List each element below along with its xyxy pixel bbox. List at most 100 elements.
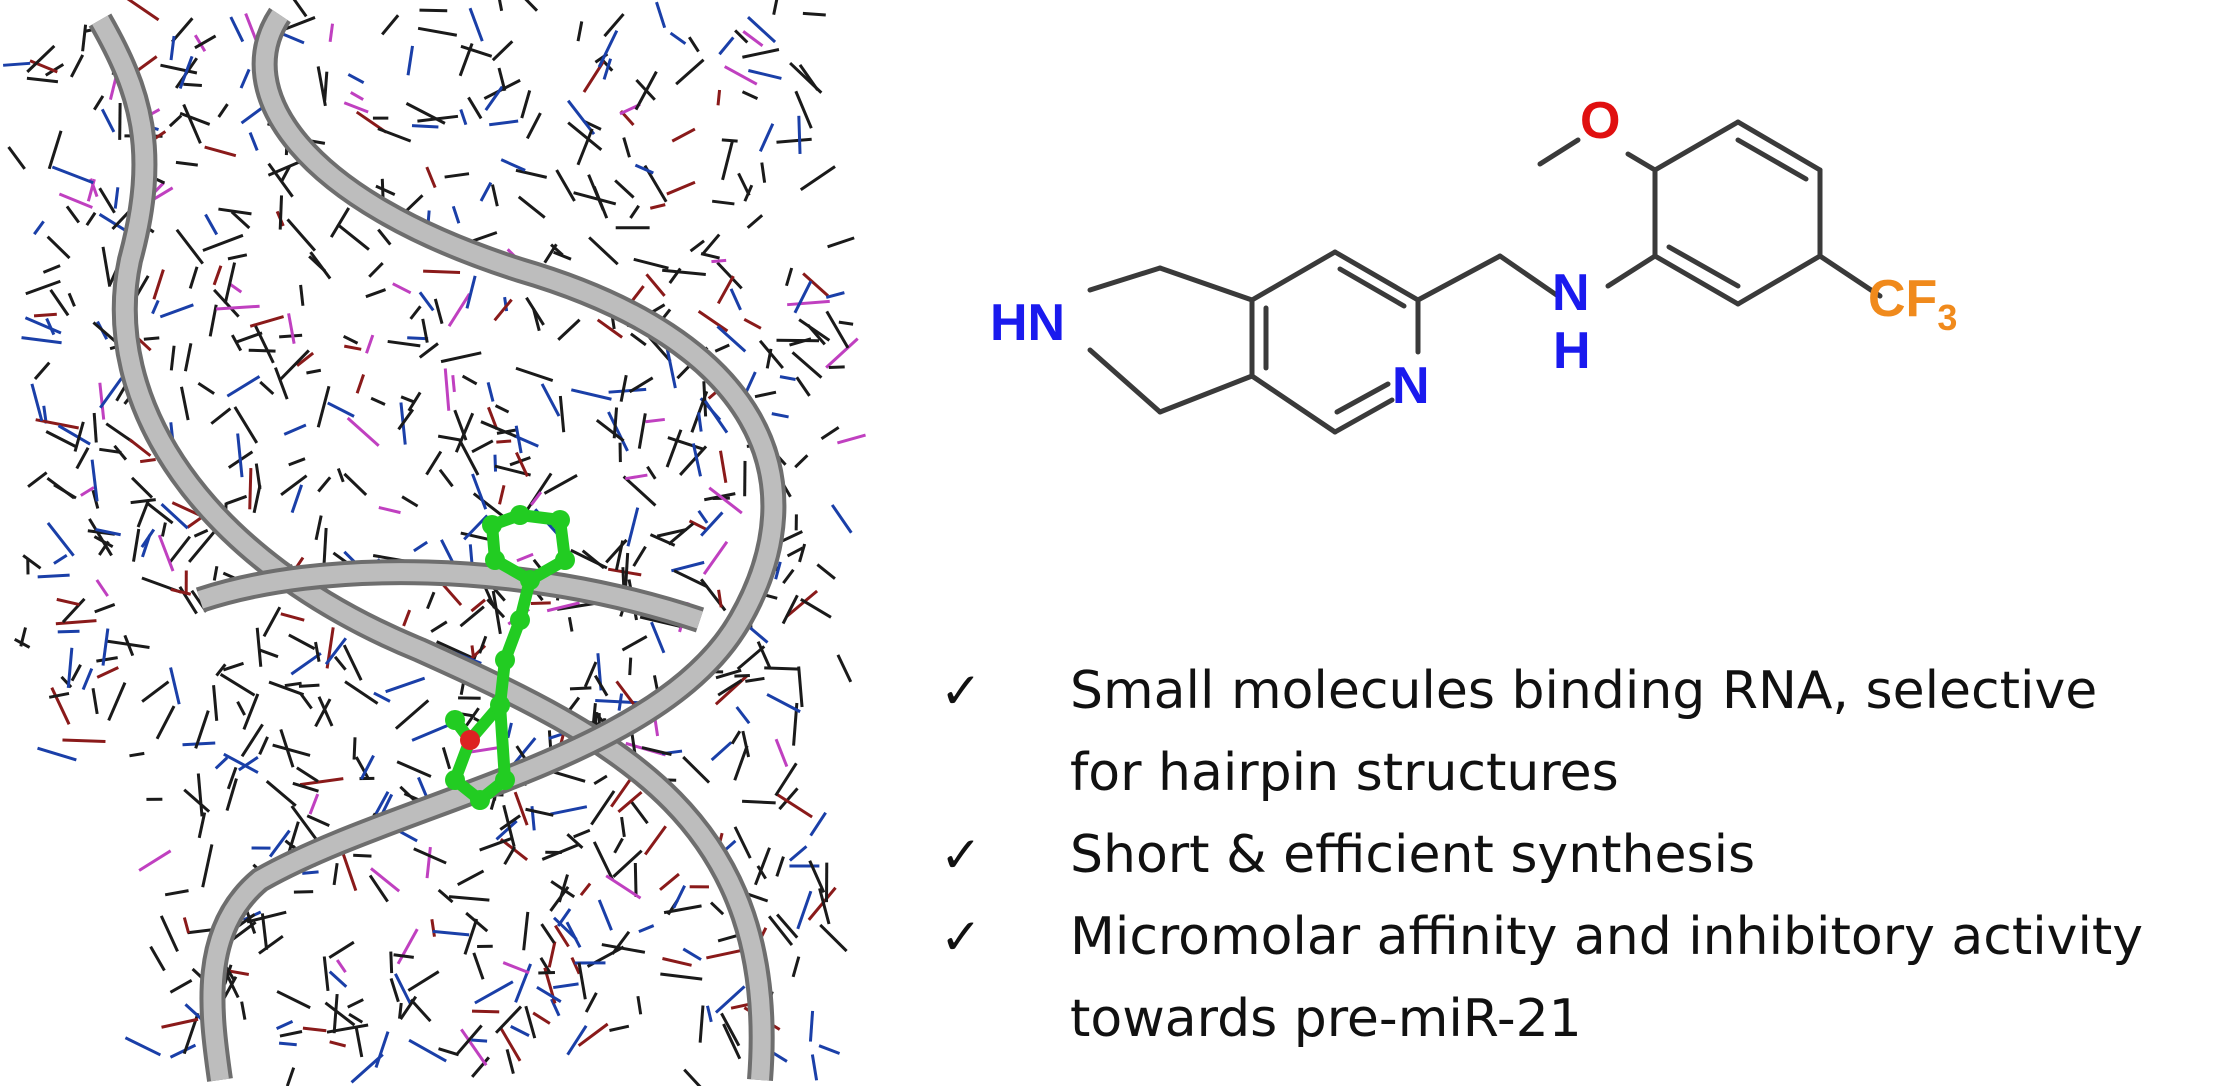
nucleotide-stick: [377, 127, 412, 143]
nucleotide-stick: [278, 195, 284, 230]
nucleotide-stick: [498, 484, 506, 505]
nucleotide-stick: [515, 366, 554, 382]
nucleotide-stick: [538, 970, 556, 975]
nucleotide-stick: [776, 137, 812, 144]
nucleotide-stick: [444, 172, 470, 179]
nucleotide-stick: [249, 315, 285, 328]
nucleotide-stick: [499, 1026, 522, 1062]
nucleotide-stick: [50, 687, 71, 725]
nucleotide-stick: [287, 313, 296, 344]
nucleotide-stick: [667, 522, 695, 546]
nucleotide-stick: [645, 417, 665, 424]
nucleotide-stick: [556, 602, 594, 611]
nucleotide-stick: [244, 12, 259, 43]
nucleotide-stick: [641, 746, 672, 757]
nucleotide-stick: [797, 666, 804, 708]
nucleotide-stick: [254, 463, 262, 490]
nucleotide-stick: [468, 7, 484, 42]
nucleotide-stick: [284, 681, 302, 688]
nucleotide-stick: [170, 587, 192, 596]
nucleotide-stick: [394, 699, 430, 730]
nucleotide-stick: [201, 844, 214, 888]
nucleotide-stick: [447, 293, 471, 327]
nucleotide-stick: [370, 867, 401, 893]
nucleotide-stick: [636, 995, 643, 1015]
bullet-item: ✓ Micromolar affinity and inhibitory act…: [930, 896, 2220, 1060]
ligand-bond: [494, 699, 511, 786]
nucleotide-stick: [49, 289, 70, 317]
nucleotide-stick: [514, 963, 532, 1003]
nucleotide-stick: [407, 391, 422, 412]
nucleotide-stick: [182, 917, 191, 934]
ligand-atom: [520, 570, 540, 590]
nucleotide-stick: [543, 473, 578, 495]
nucleotide-stick: [483, 585, 496, 609]
nucleotide-stick: [286, 218, 317, 252]
bullet-text-line: Short & efficient synthesis: [1070, 825, 1756, 885]
nucleotide-stick: [723, 65, 758, 86]
nucleotide-stick: [168, 535, 192, 564]
nucleotide-stick: [212, 685, 219, 721]
nucleotide-stick: [484, 85, 504, 111]
nucleotide-stick: [522, 911, 530, 951]
nucleotide-stick: [373, 691, 391, 703]
nucleotide-stick: [502, 961, 530, 975]
nucleotide-stick: [26, 44, 56, 73]
nucleotide-stick: [798, 543, 807, 563]
nucleotide-stick: [113, 444, 128, 461]
nucleotide-stick: [471, 473, 488, 510]
nucleotide-stick: [130, 476, 154, 499]
nucleotide-stick: [272, 743, 311, 757]
nucleotide-stick: [622, 137, 631, 158]
ligand-atom: [510, 610, 530, 630]
nucleotide-stick: [179, 111, 211, 126]
nucleotide-stick: [267, 162, 294, 198]
nucleotide-stick: [697, 310, 729, 333]
nucleotide-stick: [471, 1056, 490, 1078]
nucleotide-stick: [550, 243, 564, 257]
nucleotide-stick: [525, 112, 542, 140]
nucleotide-stick: [576, 128, 594, 166]
nucleotide-stick: [91, 687, 99, 715]
nucleotide-stick: [550, 805, 588, 816]
nucleotide-stick: [550, 998, 561, 1017]
nucleotide-stick: [715, 668, 742, 680]
nucleotide-stick: [745, 676, 765, 683]
nucleotide-stick: [791, 351, 823, 379]
nucleotide-stick: [679, 445, 708, 476]
nucleotide-stick: [223, 752, 259, 774]
nucleotide-stick: [33, 220, 45, 236]
nucleotide-stick: [80, 486, 95, 497]
nucleotide-stick: [733, 826, 752, 859]
nucleotide-stick: [540, 383, 561, 417]
nucleotide-stick: [592, 841, 614, 881]
nucleotide-stick: [520, 90, 532, 119]
nucleotide-stick: [494, 404, 510, 414]
nucleotide-stick: [354, 1027, 364, 1058]
nucleotide-stick: [258, 736, 269, 756]
rna-hairpin-model: [0, 0, 880, 1086]
nucleotide-stick: [633, 862, 638, 897]
nucleotide-stick: [352, 737, 357, 760]
nucleotide-stick: [471, 1009, 500, 1014]
nucleotide-stick: [717, 678, 743, 697]
nucleotide-stick: [346, 416, 380, 447]
nucleotide-stick: [183, 788, 211, 813]
nucleotide-stick: [350, 91, 364, 101]
nucleotide-stick: [570, 388, 612, 401]
nucleotide-stick: [717, 589, 723, 608]
nucleotide-stick: [160, 522, 167, 537]
nucleotide-stick: [343, 101, 369, 114]
nucleotide-stick: [101, 628, 110, 666]
nucleotide-stick: [734, 674, 750, 678]
nucleotide-stick: [666, 180, 696, 196]
nucleotide-stick: [389, 978, 400, 1003]
nucleotide-stick: [348, 1012, 364, 1024]
nucleotide-stick: [502, 804, 516, 848]
nucleotide-stick: [808, 1010, 815, 1042]
nucleotide-stick: [459, 108, 468, 126]
nucleotide-stick: [368, 874, 389, 903]
nucleotide-stick: [308, 793, 320, 815]
nucleotide-stick: [98, 382, 106, 420]
nucleotide-stick: [818, 888, 831, 925]
